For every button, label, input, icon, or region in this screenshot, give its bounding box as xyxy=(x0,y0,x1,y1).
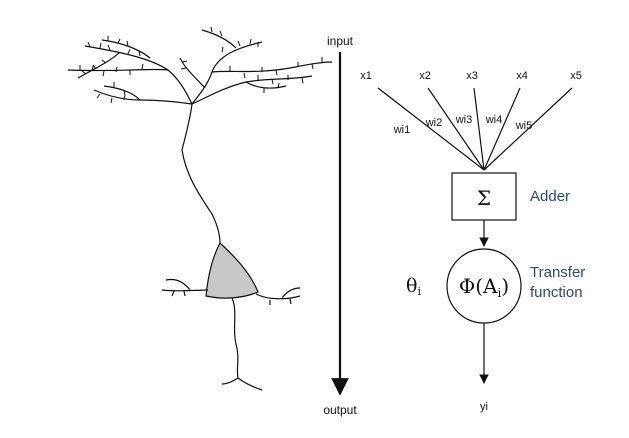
weight-wi5: wi5 xyxy=(515,120,533,132)
weight-wi2: wi2 xyxy=(425,117,443,129)
adder-box xyxy=(451,172,517,221)
output-label: output xyxy=(323,403,357,417)
axon xyxy=(231,297,239,379)
dendrite-spines xyxy=(79,26,323,104)
dendrites xyxy=(67,29,333,105)
transfer-label-line2: function xyxy=(530,284,583,301)
weight-wi1: wi1 xyxy=(393,124,411,136)
basal-dendrite-right xyxy=(255,293,301,300)
soma xyxy=(205,242,259,299)
input-label: input xyxy=(327,34,354,48)
weight-wi4: wi4 xyxy=(485,114,503,126)
input-x5: x5 xyxy=(570,70,582,82)
apical-dendrite xyxy=(181,103,221,245)
input-x3: x3 xyxy=(466,70,478,82)
output-yi: yi xyxy=(480,401,488,413)
input-lines xyxy=(377,87,573,171)
weight-wi3: wi3 xyxy=(455,114,473,126)
biological-neuron xyxy=(67,26,333,391)
input-x1: x1 xyxy=(360,70,372,82)
adder-label: Adder xyxy=(530,188,570,205)
transfer-label-line1: Transfer xyxy=(530,264,585,281)
threshold-symbol: θi xyxy=(406,275,421,298)
input-x2: x2 xyxy=(419,70,431,82)
sigma-symbol: Σ xyxy=(477,186,491,210)
input-x4: x4 xyxy=(516,70,528,82)
basal-dendrite-left xyxy=(161,289,209,292)
transfer-symbol: Φ(Ai) xyxy=(459,274,509,300)
